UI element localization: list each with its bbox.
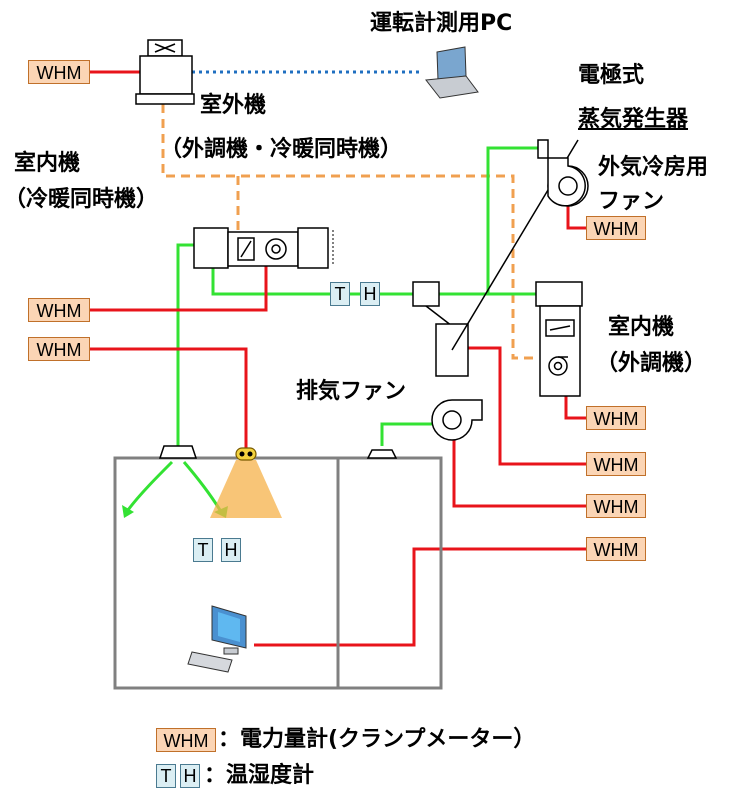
- whm-meter-indoor-left: WHM: [28, 298, 90, 322]
- whm-meter-pc: WHM: [586, 537, 646, 561]
- indoor-unit-left-type-label: （冷暖同時機）: [4, 187, 159, 212]
- exhaust-fan: [431, 399, 483, 441]
- indoor-unit-right: [535, 281, 583, 397]
- oa-fan-label-2: ファン: [598, 189, 665, 214]
- oa-cooling-fan: [537, 139, 589, 207]
- laptop-icon: [425, 46, 479, 99]
- legend-humidity-swatch: H: [180, 764, 200, 788]
- whm-meter-light: WHM: [28, 337, 90, 361]
- humidity-sensor-duct: H: [360, 282, 380, 306]
- whm-meter-outdoor: WHM: [28, 60, 90, 84]
- oa-fan-label-1: 外気冷房用: [598, 155, 709, 180]
- temp-sensor-duct: T: [330, 282, 350, 306]
- whm-meter-steam-generator: WHM: [586, 452, 646, 476]
- indoor-unit-right-type-label: （外調機）: [596, 351, 707, 376]
- outdoor-unit-label: 室外機: [200, 93, 267, 118]
- ceiling-light: [235, 447, 257, 461]
- indoor-unit-right-label: 室内機: [608, 315, 675, 340]
- legend-temp-swatch: T: [156, 764, 176, 788]
- whm-meter-exhaust-fan: WHM: [586, 494, 646, 518]
- outdoor-unit-type-label: （外調機・冷暖同時機）: [160, 137, 403, 162]
- room-walls: [113, 456, 443, 690]
- whm-meter-oa-fan: WHM: [586, 216, 646, 240]
- indoor-unit-left: [193, 227, 329, 269]
- temp-sensor-room: T: [193, 538, 213, 562]
- power-lines: [90, 70, 586, 647]
- legend-whm-swatch: WHM: [156, 728, 216, 752]
- diffuser-arrow-left: [122, 505, 134, 518]
- desktop-pc-icon: [187, 605, 247, 673]
- damper-box: [412, 281, 440, 307]
- light-beam: [210, 460, 282, 518]
- legend-th-desc: ：温湿度計: [204, 763, 315, 788]
- exhaust-grille: [366, 449, 398, 459]
- steam-generator-label-2: 蒸気発生器: [578, 107, 689, 132]
- steam-generator-label-1: 電極式: [578, 63, 645, 88]
- indoor-unit-left-label: 室内機: [14, 151, 81, 176]
- humidity-sensor-room: H: [221, 538, 241, 562]
- refrigerant-lines: [161, 104, 536, 360]
- whm-meter-indoor-right: WHM: [586, 406, 646, 430]
- supply-diffuser: [158, 445, 198, 459]
- outdoor-unit: [135, 39, 195, 105]
- exhaust-fan-label: 排気ファン: [296, 379, 407, 404]
- pc-label: 運転計測用PC: [370, 11, 513, 36]
- legend-whm-desc: ：電力量計(クランプメーター）: [218, 727, 536, 752]
